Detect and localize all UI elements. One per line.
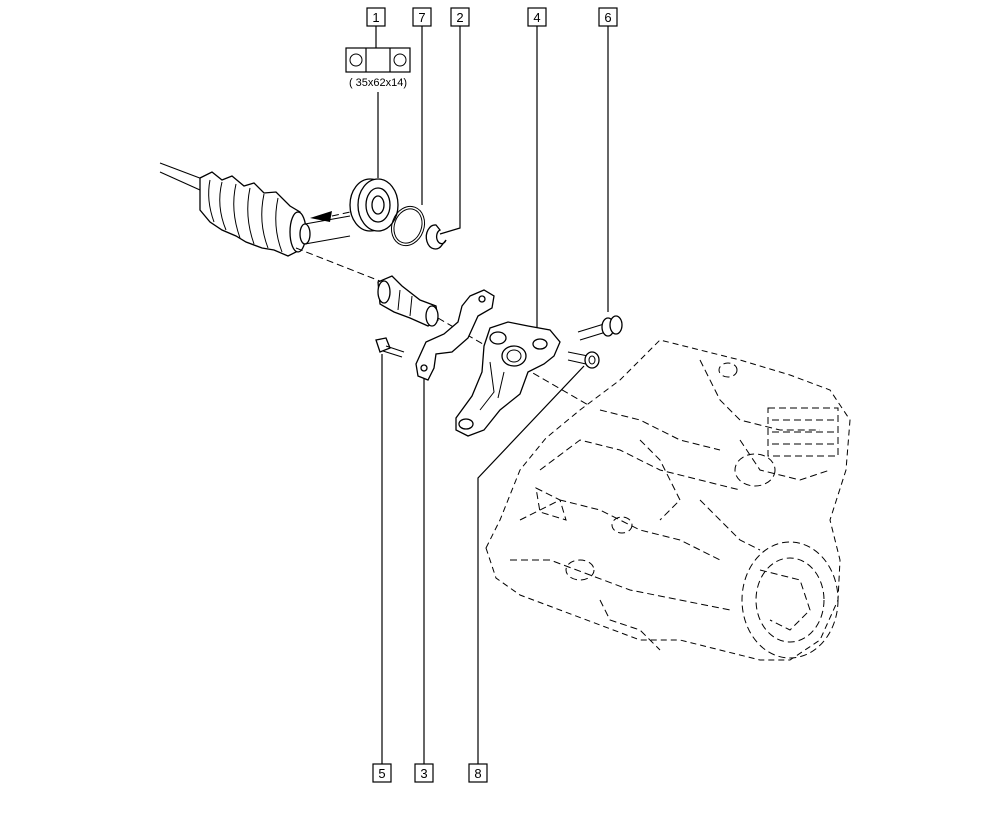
bearing-dimension-label: ( 35x62x14) bbox=[349, 77, 407, 89]
svg-text:6: 6 bbox=[604, 10, 611, 25]
leader-lines bbox=[375, 24, 609, 766]
callout-2: 2 bbox=[450, 7, 470, 27]
circlip bbox=[425, 224, 447, 250]
callout-6: 6 bbox=[598, 7, 618, 27]
bearing-symbol bbox=[345, 47, 411, 73]
bearing-bracket bbox=[455, 321, 561, 437]
callout-4: 4 bbox=[527, 7, 547, 27]
callout-1: 1 bbox=[366, 7, 386, 27]
svg-text:8: 8 bbox=[474, 766, 481, 781]
callout-3: 3 bbox=[414, 763, 434, 783]
svg-text:4: 4 bbox=[533, 10, 540, 25]
svg-text:7: 7 bbox=[418, 10, 425, 25]
o-ring bbox=[390, 205, 426, 247]
svg-text:3: 3 bbox=[420, 766, 427, 781]
svg-text:1: 1 bbox=[372, 10, 379, 25]
heat-shield-plate bbox=[415, 289, 495, 381]
drive-shaft bbox=[159, 162, 641, 436]
callout-5: 5 bbox=[372, 763, 392, 783]
svg-text:5: 5 bbox=[378, 766, 385, 781]
bolt-5 bbox=[375, 337, 405, 358]
gearbox-outline bbox=[485, 339, 851, 661]
intermediate-shaft bbox=[377, 275, 439, 327]
callout-8: 8 bbox=[468, 763, 488, 783]
bolt-6 bbox=[577, 315, 623, 341]
bolt-8 bbox=[567, 351, 600, 369]
callout-7: 7 bbox=[412, 7, 432, 27]
bearing bbox=[349, 178, 399, 232]
svg-text:2: 2 bbox=[456, 10, 463, 25]
